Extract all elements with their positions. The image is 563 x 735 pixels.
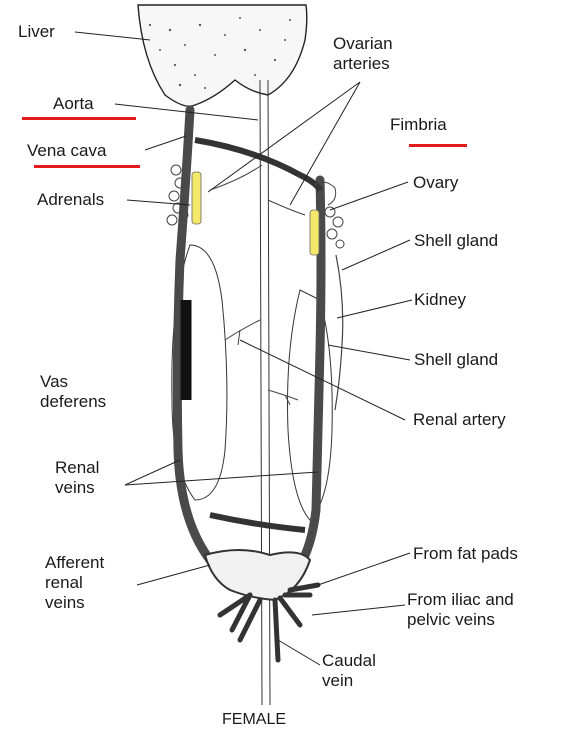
label-shell-gland-top: Shell gland bbox=[414, 231, 498, 251]
label-fimbria: Fimbria bbox=[390, 115, 447, 135]
right-kidney bbox=[288, 290, 333, 520]
label-from-iliac-pelvic-veins: From iliac and pelvic veins bbox=[407, 590, 514, 630]
top-connecting-vein bbox=[195, 140, 320, 190]
right-adrenal-gland bbox=[310, 210, 319, 255]
label-afferent-renal-veins: Afferent renal veins bbox=[45, 553, 104, 613]
label-kidney: Kidney bbox=[414, 290, 466, 310]
label-vas-deferens: Vas deferens bbox=[40, 372, 106, 412]
ovary-cluster bbox=[325, 207, 344, 248]
label-caudal-vein: Caudal vein bbox=[322, 651, 376, 691]
fimbria-red-underline bbox=[409, 144, 467, 147]
left-adrenal-gland bbox=[192, 172, 201, 224]
aorta-red-underline bbox=[22, 117, 136, 120]
label-vena-cava: Vena cava bbox=[27, 141, 106, 161]
caption-female: FEMALE bbox=[222, 710, 286, 730]
renal-vein-cross bbox=[210, 515, 305, 530]
label-shell-gland-bottom: Shell gland bbox=[414, 350, 498, 370]
label-from-fat-pads: From fat pads bbox=[413, 544, 518, 564]
vena-cava-red-underline bbox=[34, 165, 140, 168]
label-adrenals: Adrenals bbox=[37, 190, 104, 210]
aorta-vessel bbox=[260, 80, 270, 705]
label-renal-veins: Renal veins bbox=[55, 458, 99, 498]
liver-shape bbox=[138, 5, 307, 106]
label-renal-artery: Renal artery bbox=[413, 410, 506, 430]
label-liver: Liver bbox=[18, 22, 55, 42]
label-ovarian-arteries: Ovarian arteries bbox=[333, 34, 393, 74]
label-aorta: Aorta bbox=[53, 94, 94, 114]
label-ovary: Ovary bbox=[413, 173, 458, 193]
